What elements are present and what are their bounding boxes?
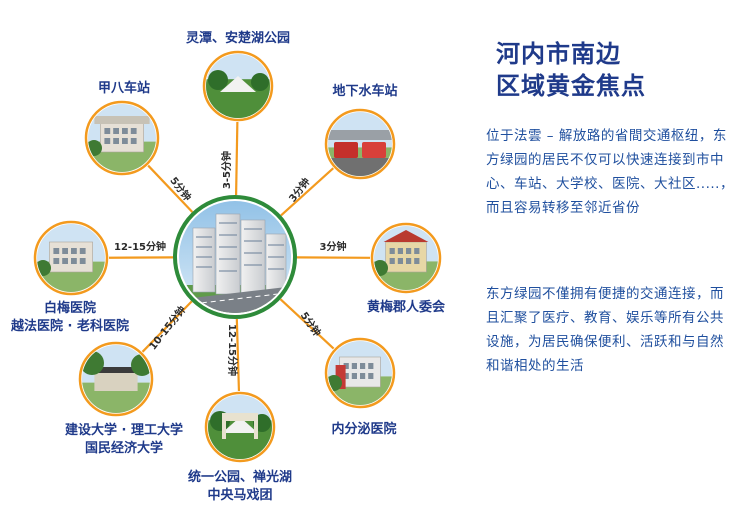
bus-station-icon xyxy=(326,110,394,192)
destination-label-top-left: 甲八车站 xyxy=(98,80,150,98)
destination-label-line: 统一公园、禅光湖 xyxy=(188,469,292,487)
travel-time-left: 12-15分钟 xyxy=(114,240,166,253)
destination-label-bottom-left: 建设大学 · 理工大学国民经济大学 xyxy=(65,422,183,458)
destination-label-line: 甲八车站 xyxy=(98,80,150,98)
destination-label-bottom: 统一公园、禅光湖中央马戏团 xyxy=(188,469,292,505)
travel-time-top: 3-5分钟 xyxy=(220,151,233,189)
center-hub xyxy=(175,197,295,325)
panel-title: 河内市南边 区域黄金焦点 xyxy=(496,38,732,102)
destination-label-top: 灵潭、安楚湖公园 xyxy=(186,30,290,48)
travel-time-bottom-right: 5分钟 xyxy=(298,309,324,339)
destination-label-line: 灵潭、安楚湖公园 xyxy=(186,30,290,48)
destination-label-line: 国民经济大学 xyxy=(65,440,183,458)
park-gate-icon xyxy=(206,393,274,461)
travel-time-bottom: 12-15分钟 xyxy=(226,324,239,376)
title-line-2: 区域黄金焦点 xyxy=(496,70,732,102)
title-line-1: 河内市南边 xyxy=(496,38,732,70)
destination-label-line: 越法医院 · 老科医院 xyxy=(11,318,129,336)
paragraph-1: 位于法雲 – 解放路的省間交通枢纽，东方绿园的居民不仅可以快速连接到市中心、车站… xyxy=(486,124,736,220)
destination-label-top-right: 地下水车站 xyxy=(333,83,398,101)
destination-label-left: 白梅医院越法医院 · 老科医院 xyxy=(11,300,129,336)
train-station-icon xyxy=(86,102,158,174)
travel-time-bottom-left: 10-15分钟 xyxy=(146,303,188,352)
hospital-building-icon xyxy=(35,222,107,294)
government-building-icon xyxy=(372,224,440,292)
destination-label-line: 内分泌医院 xyxy=(332,421,397,439)
connector-line-top xyxy=(236,122,237,195)
park-icon xyxy=(204,52,272,120)
hospital-icon xyxy=(326,339,394,407)
destination-label-line: 黄梅郡人委会 xyxy=(367,299,445,317)
university-icon xyxy=(80,343,153,415)
destination-label-line: 建设大学 · 理工大学 xyxy=(65,422,183,440)
destination-label-right: 黄梅郡人委会 xyxy=(367,299,445,317)
travel-time-right: 3分钟 xyxy=(320,240,347,253)
destination-label-bottom-right: 内分泌医院 xyxy=(332,421,397,439)
info-panel: 河内市南边 区域黄金焦点 xyxy=(482,38,732,102)
destination-label-line: 中央马戏团 xyxy=(188,487,292,505)
connector-line-top-right xyxy=(281,168,333,215)
paragraph-2: 东方绿园不僅拥有便捷的交通连接，而且汇聚了医疗、教育、娱乐等所有公共设施，为居民… xyxy=(486,282,736,378)
destination-label-line: 地下水车站 xyxy=(333,83,398,101)
destination-label-line: 白梅医院 xyxy=(11,300,129,318)
